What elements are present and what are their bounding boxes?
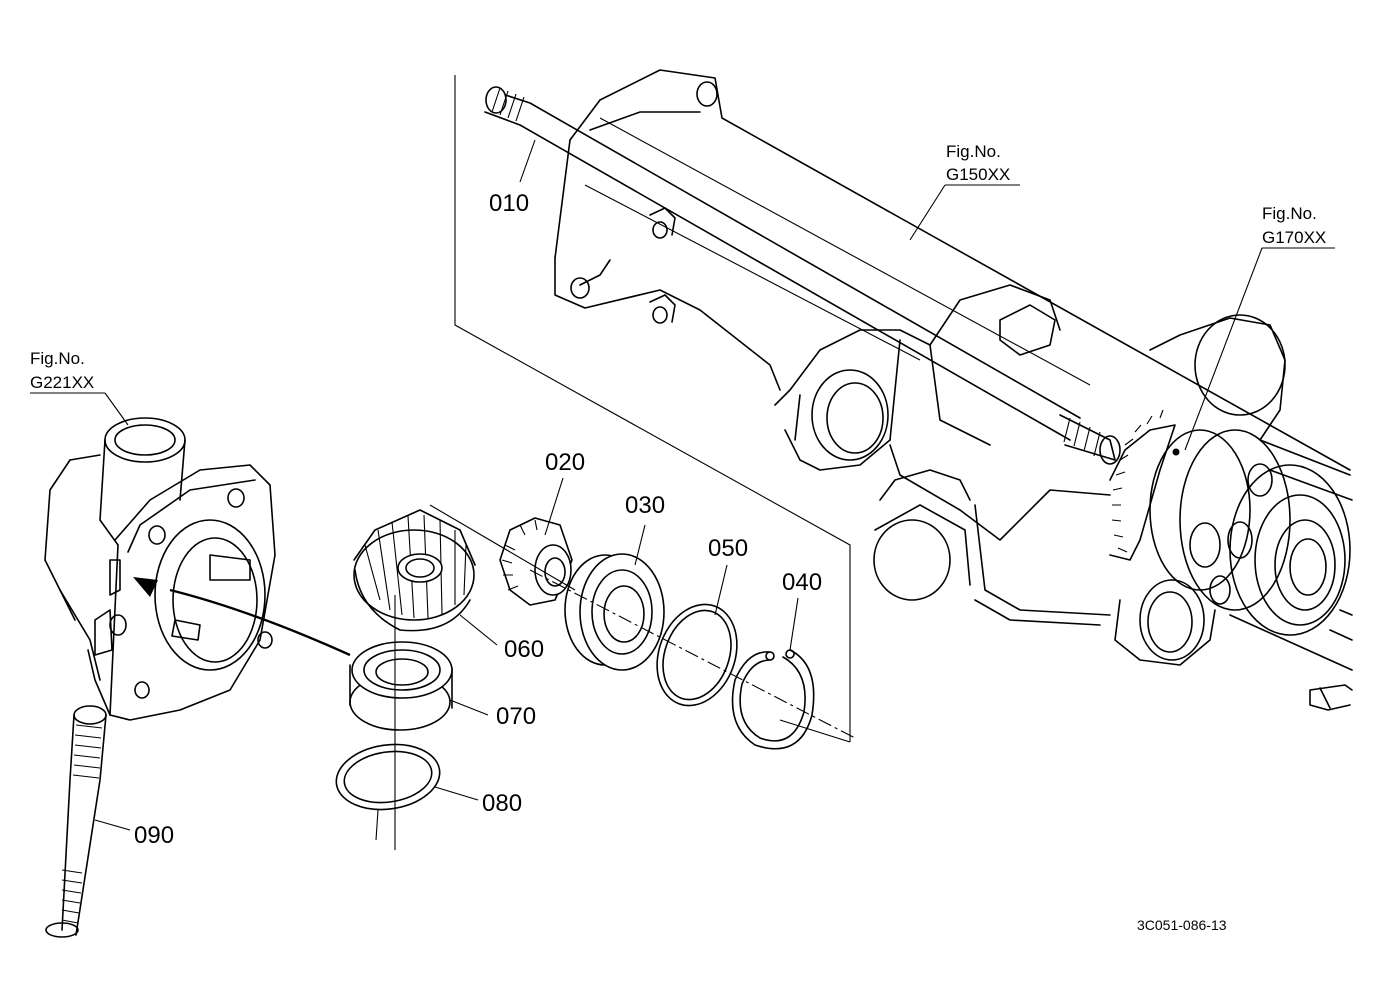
circlip-040-drawing	[731, 649, 815, 750]
label-020: 020	[545, 449, 585, 476]
fig-ref-g170-line2: G170XX	[1262, 228, 1326, 247]
fig-ref-g170-line1: Fig.No.	[1262, 204, 1317, 223]
fig-ref-g221-line2: G221XX	[30, 373, 94, 392]
bevel-gear-060-drawing	[353, 509, 476, 632]
gear-case-housing-drawing	[44, 417, 276, 721]
leader-lines	[30, 139, 1335, 831]
label-090: 090	[134, 822, 174, 849]
label-010: 010	[489, 190, 529, 217]
drawing-code: 3C051-086-13	[1137, 917, 1227, 933]
ring-gear-teeth	[1111, 409, 1164, 553]
snap-ring-050-drawing	[656, 603, 738, 707]
label-060: 060	[504, 636, 544, 663]
figure-references: Fig.No. G150XX Fig.No. G170XX Fig.No. G2…	[30, 142, 1326, 392]
label-080: 080	[482, 790, 522, 817]
label-070: 070	[496, 703, 536, 730]
bearing-030-drawing	[564, 553, 665, 671]
shim-080-drawing	[335, 743, 441, 811]
label-050: 050	[708, 535, 748, 562]
label-040: 040	[782, 569, 822, 596]
part-labels: 010 020 030 040 050 060 070 080 090	[134, 190, 822, 849]
fig-ref-g150-line1: Fig.No.	[946, 142, 1001, 161]
assembly-lines	[133, 504, 856, 850]
pinion-020-drawing	[499, 517, 573, 606]
shaft-010-drawing	[484, 86, 1121, 465]
fig-ref-g221-line1: Fig.No.	[30, 349, 85, 368]
axle-housing-drawing	[454, 69, 1353, 743]
bearing-070-drawing	[349, 641, 453, 731]
label-030: 030	[625, 492, 665, 519]
fig-ref-g150-line2: G150XX	[946, 165, 1010, 184]
shaft-090-drawing	[45, 705, 107, 938]
